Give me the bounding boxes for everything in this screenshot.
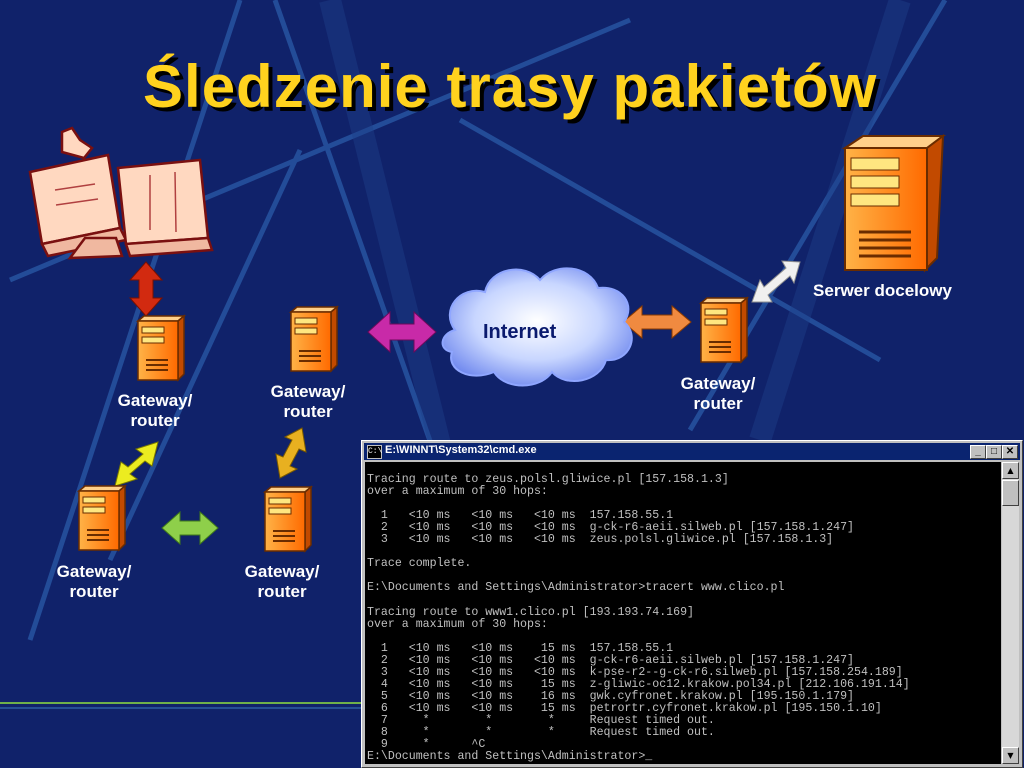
gateway-router-icon-top-mid <box>290 306 338 372</box>
vertical-scrollbar[interactable]: ▲ ▼ <box>1002 462 1019 764</box>
internet-label: Internet <box>483 321 557 343</box>
gateway-router-icon-top-left <box>137 315 185 381</box>
user-computers-icon <box>28 126 214 260</box>
gateway-label-top-left: Gateway/ router <box>117 391 193 430</box>
gateway-router-icon-right <box>700 297 748 363</box>
gateway-label-bottom-mid: Gateway/ router <box>244 562 320 601</box>
maximize-button[interactable]: □ <box>986 445 1002 459</box>
slide-title: Śledzenie trasy pakietów <box>143 53 878 120</box>
cmd-output: Tracing route to zeus.polsl.gliwice.pl [… <box>367 473 910 764</box>
cmd-window[interactable]: C:\ E:\WINNT\System32\cmd.exe _ □ ✕ Trac… <box>361 440 1023 768</box>
arrow-pc-gateway <box>128 261 164 317</box>
target-server-label: Serwer docelowy <box>813 281 952 300</box>
arrow-gateway-server <box>751 260 801 303</box>
gateway-router-icon-bottom-mid <box>264 486 312 552</box>
arrow-gateway-internet <box>367 310 437 354</box>
cmd-console[interactable]: Tracing route to zeus.polsl.gliwice.pl [… <box>365 462 1001 764</box>
cmd-app-icon[interactable]: C:\ <box>367 445 382 459</box>
scroll-thumb[interactable] <box>1002 480 1019 506</box>
close-button[interactable]: ✕ <box>1002 445 1018 459</box>
scroll-up-button[interactable]: ▲ <box>1002 462 1019 479</box>
background-beams <box>9 0 948 768</box>
arrow-gateway-left-vertical <box>114 441 159 487</box>
gateway-label-bottom-left: Gateway/ router <box>56 562 132 601</box>
scroll-down-button[interactable]: ▼ <box>1002 747 1019 764</box>
arrow-internet-gateway <box>622 304 692 340</box>
arrow-gateway-bottom-horizontal <box>161 510 219 546</box>
arrow-gateway-mid-vertical <box>275 427 307 479</box>
target-server-icon <box>841 133 946 273</box>
cmd-title-bar[interactable]: C:\ E:\WINNT\System32\cmd.exe _ □ ✕ <box>364 443 1020 460</box>
internet-cloud-icon <box>441 267 633 387</box>
cmd-window-title: E:\WINNT\System32\cmd.exe <box>385 444 537 456</box>
minimize-button[interactable]: _ <box>970 445 986 459</box>
gateway-label-top-mid: Gateway/ router <box>270 382 346 421</box>
gateway-router-icon-bottom-left <box>78 485 126 551</box>
gateway-label-right: Gateway/ router <box>680 374 756 413</box>
